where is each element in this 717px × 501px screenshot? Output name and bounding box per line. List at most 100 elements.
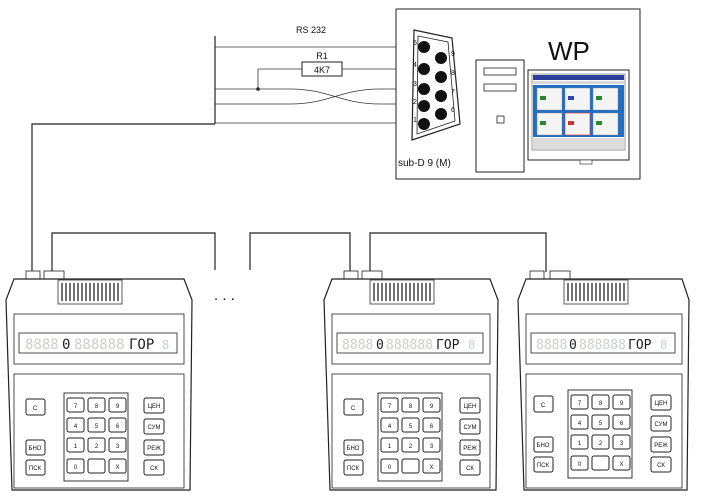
lcd-value: 0 (376, 338, 384, 353)
svg-text:ПСК: ПСК (537, 463, 550, 469)
svg-text:Х: Х (115, 465, 119, 471)
rs232-label: RS 232 (296, 25, 326, 35)
key-8[interactable] (401, 397, 420, 413)
key-5[interactable] (591, 414, 610, 430)
key-6[interactable] (108, 417, 127, 433)
key-5[interactable] (401, 417, 420, 433)
key-2[interactable] (87, 437, 106, 453)
lcd-value: 0 (62, 337, 70, 353)
key-8[interactable] (591, 394, 610, 410)
pc-tower (475, 59, 525, 173)
pin-3: 3 (413, 81, 417, 88)
key-psk[interactable] (533, 456, 554, 473)
key-1[interactable] (66, 437, 85, 453)
key-mode[interactable] (459, 439, 481, 456)
key-2[interactable] (401, 437, 420, 453)
key-blank[interactable] (401, 458, 420, 474)
resistor-name: R1 (316, 51, 328, 61)
connector-label: sub-D 9 (M) (398, 158, 451, 169)
svg-text:0: 0 (74, 465, 78, 471)
key-mult[interactable] (108, 458, 127, 474)
svg-text:3: 3 (430, 444, 434, 450)
key-4[interactable] (570, 414, 589, 430)
key-9[interactable] (108, 397, 127, 413)
cash-terminal-2: 8888 0 888888 ГОР 8 С БНО ПСК 7 8 9 4 5 … (323, 270, 499, 491)
pin-9: 9 (451, 51, 455, 58)
svg-text:2: 2 (95, 444, 99, 450)
key-sk[interactable] (650, 456, 672, 473)
key-0[interactable] (380, 458, 399, 474)
key-bno[interactable] (25, 439, 46, 456)
key-mult[interactable] (422, 458, 441, 474)
key-3[interactable] (422, 437, 441, 453)
resistor-r1 (301, 61, 343, 77)
key-sum[interactable] (459, 418, 481, 435)
svg-text:1: 1 (74, 444, 78, 450)
svg-text:888888: 888888 (579, 338, 626, 353)
key-7[interactable] (570, 394, 589, 410)
key-7[interactable] (66, 397, 85, 413)
resistor-value: 4K7 (314, 65, 330, 75)
svg-text:8888: 8888 (536, 338, 567, 353)
key-price[interactable] (650, 394, 672, 411)
key-bno[interactable] (343, 439, 364, 456)
key-0[interactable] (570, 455, 589, 471)
key-price[interactable] (459, 397, 481, 414)
key-6[interactable] (422, 417, 441, 433)
key-sum[interactable] (650, 415, 672, 432)
key-psk[interactable] (25, 459, 46, 476)
key-sum[interactable] (143, 418, 165, 435)
key-6[interactable] (612, 414, 631, 430)
svg-text:СУМ: СУМ (464, 425, 477, 431)
key-clear[interactable] (25, 398, 46, 416)
svg-text:СУМ: СУМ (655, 422, 668, 428)
monitor (527, 69, 630, 165)
key-mult[interactable] (612, 455, 631, 471)
key-psk[interactable] (343, 459, 364, 476)
key-price[interactable] (143, 397, 165, 414)
key-sk[interactable] (459, 459, 481, 476)
svg-text:Х: Х (429, 465, 433, 471)
cash-terminal-3: 8888 0 888888 ГОР 8 С БНО ПСК 7 8 9 4 5 … (517, 270, 690, 491)
pin-5: 5 (413, 40, 417, 47)
lcd-mode: ГОР (628, 338, 652, 353)
key-0[interactable] (66, 458, 85, 474)
key-3[interactable] (612, 434, 631, 450)
key-mode[interactable] (650, 436, 672, 453)
svg-text:8: 8 (162, 338, 169, 352)
key-clear[interactable] (533, 395, 554, 413)
key-1[interactable] (570, 434, 589, 450)
key-8[interactable] (87, 397, 106, 413)
svg-text:9: 9 (430, 404, 434, 410)
key-9[interactable] (422, 397, 441, 413)
key-2[interactable] (591, 434, 610, 450)
key-mode[interactable] (143, 439, 165, 456)
svg-text:6: 6 (116, 424, 120, 430)
key-9[interactable] (612, 394, 631, 410)
svg-text:БНО: БНО (347, 446, 360, 452)
key-blank[interactable] (87, 458, 106, 474)
key-4[interactable] (66, 417, 85, 433)
key-4[interactable] (380, 417, 399, 433)
key-7[interactable] (380, 397, 399, 413)
svg-text:8: 8 (599, 401, 603, 407)
svg-text:2: 2 (409, 444, 413, 450)
key-clear[interactable] (343, 398, 364, 416)
svg-text:ЦЕН: ЦЕН (148, 404, 161, 410)
key-5[interactable] (87, 417, 106, 433)
pin-8: 8 (451, 70, 455, 77)
svg-text:7: 7 (74, 404, 78, 410)
svg-text:6: 6 (430, 424, 434, 430)
key-sk[interactable] (143, 459, 165, 476)
svg-text:ПСК: ПСК (29, 466, 42, 472)
svg-text:888888: 888888 (74, 337, 125, 353)
svg-text:4: 4 (74, 424, 78, 430)
key-1[interactable] (380, 437, 399, 453)
svg-text:8: 8 (409, 404, 413, 410)
svg-text:БНО: БНО (29, 446, 42, 452)
key-bno[interactable] (533, 436, 554, 453)
svg-text:ЦЕН: ЦЕН (655, 401, 668, 407)
svg-text:7: 7 (388, 404, 392, 410)
key-3[interactable] (108, 437, 127, 453)
key-blank[interactable] (591, 455, 610, 471)
